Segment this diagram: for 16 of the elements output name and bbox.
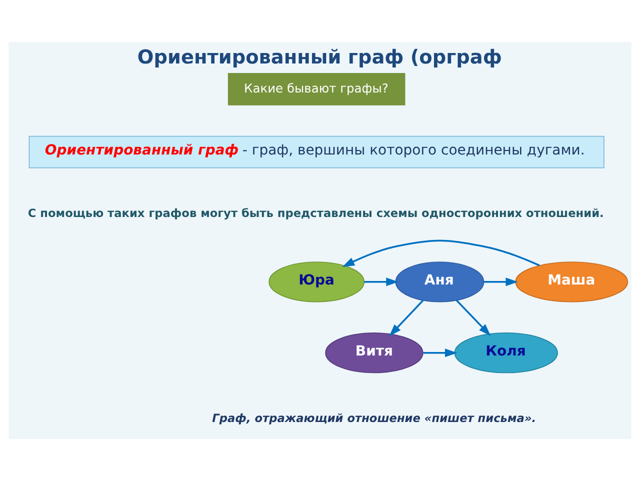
node-ellipse: Витя bbox=[325, 332, 424, 373]
node-ellipse: Маша bbox=[515, 261, 628, 302]
arrow bbox=[342, 239, 540, 267]
node-ellipse: Коля bbox=[454, 332, 558, 373]
label: Какие бывают графы? bbox=[244, 80, 388, 95]
arrow bbox=[364, 277, 398, 286]
label: С помощью таких графов могут быть представлены схемы односторонних отношений. bbox=[28, 206, 604, 220]
diagram-title: Ориентированный граф (орграф bbox=[137, 44, 502, 68]
arrow bbox=[389, 299, 424, 336]
node-ellipse: Юра bbox=[268, 261, 365, 302]
arrow bbox=[456, 299, 491, 336]
node-ellipse: Аня bbox=[395, 261, 484, 302]
node-box: Ориентированный граф - граф, вершины которого соединены дугами. bbox=[28, 135, 604, 168]
caption: Граф, отражающий отношение «пишет письма». bbox=[212, 410, 536, 424]
arrow bbox=[484, 277, 518, 286]
arrow bbox=[423, 348, 458, 357]
